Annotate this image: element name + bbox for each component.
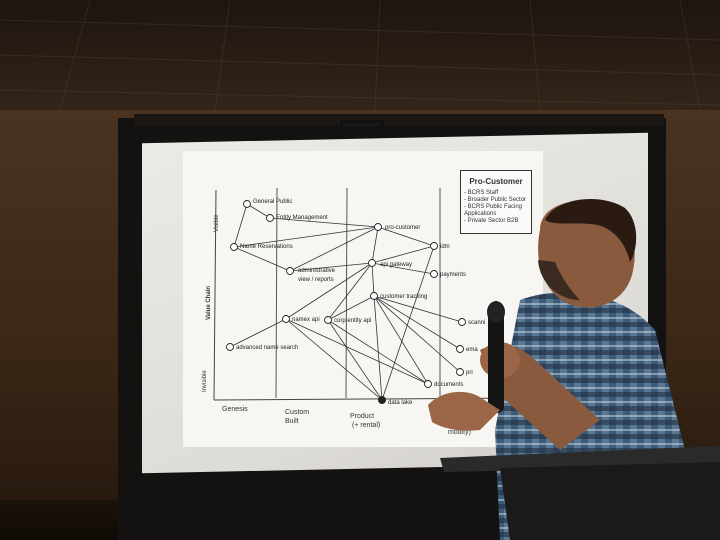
y-axis	[213, 189, 217, 401]
podium	[440, 446, 720, 540]
legend-item: Applications	[464, 211, 497, 217]
label-advanced-name-search: advanced name search	[236, 345, 298, 351]
label-entity-management: Entity Management	[276, 215, 328, 221]
node-corp-entity-api	[324, 316, 332, 324]
stage-divider-1	[275, 187, 278, 399]
label-customer-tracking: customer tracking	[380, 294, 427, 300]
legend-item: - BCRS Staff	[464, 190, 499, 196]
node-pro-customer	[374, 223, 382, 231]
label-namex-api: namex api	[292, 317, 320, 323]
label-payments: payments	[440, 272, 466, 278]
label-email: ema	[466, 347, 478, 353]
dependency-edges	[229, 203, 463, 401]
legend-item: - Broader Public Sector	[464, 197, 527, 203]
axis-y-label: Value Chain	[206, 286, 212, 320]
legend-item: - BCRS Public Facing	[464, 204, 523, 210]
label-data-lake: data lake	[388, 400, 413, 406]
label-name-reservations: Name Reservations	[240, 244, 293, 250]
x-label-product-2: (+ rental)	[352, 422, 380, 429]
legend-title: Pro-Customer	[469, 177, 523, 186]
node-namex-api	[282, 315, 290, 323]
node-data-lake	[378, 396, 386, 404]
label-documents: documents	[434, 382, 463, 388]
x-label-genesis: Genesis	[222, 406, 248, 413]
label-pro-customer: pro-customer	[385, 225, 420, 231]
node-documents	[424, 380, 432, 388]
y-bottom-label: Invisible	[202, 370, 208, 392]
x-label-product-1: Product	[350, 413, 374, 420]
x-label-commodity: modity)	[448, 429, 471, 436]
node-entity-management	[266, 214, 274, 222]
node-advanced-name-search	[226, 343, 234, 351]
node-name-reservations	[230, 243, 238, 251]
node-payments	[430, 270, 438, 278]
y-top-label: Visible	[214, 214, 220, 232]
node-admin-view	[286, 267, 294, 275]
label-scanning: scanni	[468, 320, 485, 326]
x-label-custom-2: Built	[285, 418, 299, 425]
node-email	[456, 345, 464, 353]
node-print	[456, 368, 464, 376]
ceiling-tiles	[0, 0, 720, 110]
label-corp-entity-api: corp entity api	[334, 318, 371, 324]
node-api-gateway	[368, 259, 376, 267]
node-general-public	[243, 200, 251, 208]
x-label-custom-1: Custom	[285, 409, 309, 416]
node-customer-tracking	[370, 292, 378, 300]
legend-item: - Private Sector B2B	[464, 218, 519, 224]
node-idm	[430, 242, 438, 250]
legend-box: Pro-Customer - BCRS Staff - Broader Publ…	[460, 170, 532, 234]
stage-divider-2	[345, 187, 348, 399]
screen-housing	[134, 114, 664, 126]
x-axis	[213, 397, 531, 401]
label-general-public: General Public	[253, 199, 292, 205]
screen-handle	[340, 120, 384, 137]
label-admin-view-2: view / reports	[298, 277, 334, 283]
label-idm: idm	[440, 244, 450, 250]
node-scanning	[458, 318, 466, 326]
label-api-gateway: api gateway	[380, 262, 412, 268]
label-print: pri	[466, 370, 473, 376]
label-admin-view-1: administrative	[298, 268, 336, 274]
